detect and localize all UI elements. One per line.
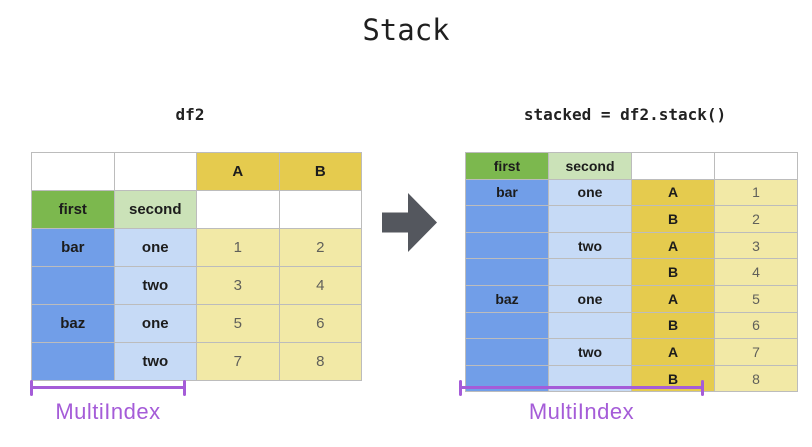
col-header-b: B [278, 152, 362, 191]
empty-cell [278, 190, 362, 229]
index-cell: A [631, 284, 715, 313]
index-cell [465, 205, 549, 233]
table-row: baz one 5 6 [31, 304, 362, 343]
index-cell: two [113, 342, 197, 381]
multiindex-bracket-right [459, 380, 704, 396]
index-cell: A [631, 338, 715, 366]
bracket-tick [183, 380, 186, 396]
index-header-second: second [548, 152, 632, 180]
index-cell: two [113, 266, 197, 305]
index-cell [465, 258, 549, 286]
value-cell: 4 [714, 258, 798, 286]
index-cell: B [631, 205, 715, 233]
value-cell: 2 [714, 205, 798, 233]
value-cell: 3 [196, 266, 280, 305]
table-row: first second [31, 190, 362, 229]
table-row: B 4 [465, 258, 798, 286]
index-cell: B [631, 311, 715, 340]
index-cell [548, 258, 632, 286]
index-cell [465, 231, 549, 260]
index-cell: two [548, 338, 632, 366]
index-cell: baz [465, 284, 549, 313]
empty-cell [31, 152, 115, 191]
table-row: two A 3 [465, 231, 798, 260]
value-cell: 1 [714, 178, 798, 207]
index-header-first: first [31, 190, 115, 229]
value-cell: 5 [196, 304, 280, 343]
table-row: first second [465, 152, 798, 180]
value-cell: 6 [714, 311, 798, 340]
value-cell: 5 [714, 284, 798, 313]
index-cell [548, 311, 632, 340]
index-cell: one [113, 304, 197, 343]
value-cell: 1 [196, 228, 280, 267]
empty-cell [113, 152, 197, 191]
multiindex-label-right: MultiIndex [528, 399, 635, 424]
multiindex-bracket-left [30, 380, 186, 396]
value-cell: 2 [278, 228, 362, 267]
index-cell: bar [465, 178, 549, 207]
index-cell [31, 266, 115, 305]
index-cell [465, 338, 549, 366]
index-cell: bar [31, 228, 115, 267]
index-cell: one [548, 284, 632, 313]
table-row: two A 7 [465, 338, 798, 366]
index-cell: baz [31, 304, 115, 343]
table-row: A B [31, 152, 362, 191]
empty-cell [196, 190, 280, 229]
index-cell: A [631, 231, 715, 260]
table-row: bar one A 1 [465, 178, 798, 207]
table-row: bar one 1 2 [31, 228, 362, 267]
index-cell [548, 205, 632, 233]
value-cell: 7 [196, 342, 280, 381]
col-header-a: A [196, 152, 280, 191]
index-cell: one [113, 228, 197, 267]
index-cell [465, 311, 549, 340]
table-row: two 3 4 [31, 266, 362, 305]
value-cell: 8 [278, 342, 362, 381]
bracket-tick [701, 380, 704, 396]
empty-cell [714, 152, 798, 180]
right-table-caption: stacked = df2.stack() [523, 105, 727, 124]
left-table-caption: df2 [175, 105, 205, 124]
table-row: baz one A 5 [465, 284, 798, 313]
value-cell: 7 [714, 338, 798, 366]
table-row: two 7 8 [31, 342, 362, 381]
bracket-line [459, 386, 704, 389]
value-cell: 3 [714, 231, 798, 260]
index-cell: A [631, 178, 715, 207]
index-header-second: second [113, 190, 197, 229]
empty-cell [631, 152, 715, 180]
index-cell [31, 342, 115, 381]
multiindex-label-left: MultiIndex [55, 399, 161, 424]
df2-table: A B first second bar one 1 2 two 3 4 baz… [31, 152, 362, 381]
bracket-line [30, 386, 186, 389]
right-arrow-icon [382, 193, 437, 252]
table-row: B 2 [465, 205, 798, 233]
index-cell: one [548, 178, 632, 207]
value-cell: 6 [278, 304, 362, 343]
value-cell: 8 [714, 364, 798, 393]
value-cell: 4 [278, 266, 362, 305]
stacked-table: first second bar one A 1 B 2 two A 3 B [465, 152, 798, 393]
index-cell: B [631, 258, 715, 286]
diagram-title: Stack [362, 13, 450, 47]
index-cell: two [548, 231, 632, 260]
index-header-first: first [465, 152, 549, 180]
table-row: B 6 [465, 311, 798, 340]
